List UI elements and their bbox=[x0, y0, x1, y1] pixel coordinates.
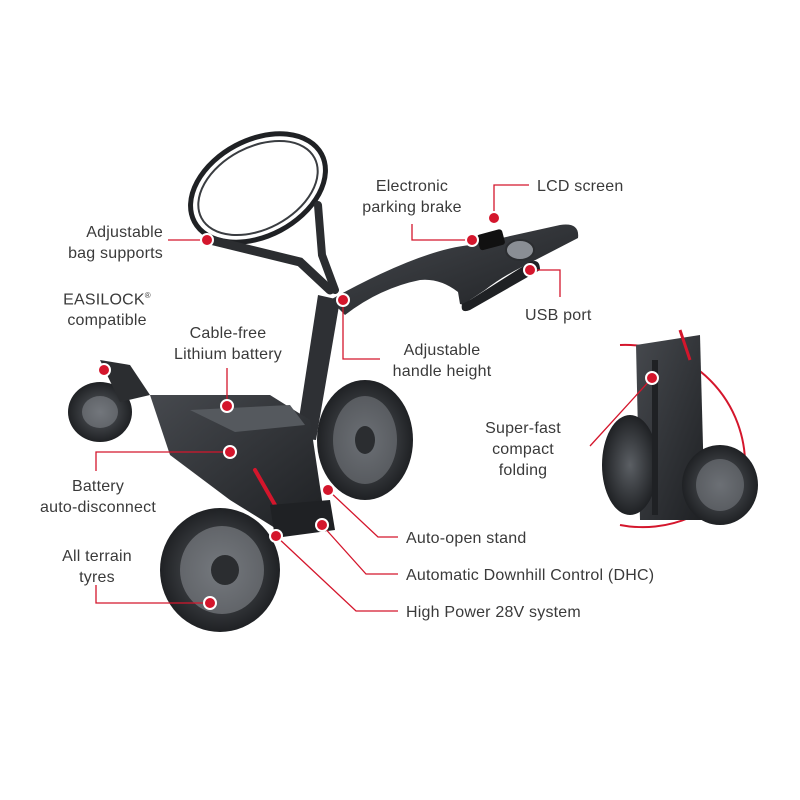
dot-dhc bbox=[315, 518, 329, 532]
label-cable-free: Cable-free Lithium battery bbox=[174, 325, 282, 363]
dot-battery bbox=[223, 445, 237, 459]
dot-bag-supports bbox=[200, 233, 214, 247]
leader-parking-brake bbox=[411, 224, 472, 241]
label-parking-brake: Electronic parking brake bbox=[362, 178, 462, 216]
leader-lines bbox=[95, 184, 653, 612]
dot-parking-brake bbox=[465, 233, 479, 247]
dot-usb bbox=[523, 263, 537, 277]
leader-dhc bbox=[321, 524, 398, 575]
leader-battery bbox=[95, 451, 230, 471]
dot-handle bbox=[336, 293, 350, 307]
chassis-body bbox=[150, 395, 325, 528]
dot-easilock bbox=[97, 363, 111, 377]
label-auto-open-stand: Auto-open stand bbox=[406, 530, 527, 547]
label-handle-height: Adjustable handle height bbox=[392, 342, 492, 380]
leader-usb bbox=[530, 269, 561, 297]
marker-dots bbox=[97, 211, 659, 610]
label-dhc: Automatic Downhill Control (DHC) bbox=[406, 567, 655, 584]
dot-terrain bbox=[203, 596, 217, 610]
dot-lcd bbox=[487, 211, 501, 225]
dot-folding bbox=[645, 371, 659, 385]
dot-stand bbox=[321, 483, 335, 497]
leader-power bbox=[275, 535, 398, 612]
label-high-power: High Power 28V system bbox=[406, 604, 581, 621]
label-folding: Super-fast compact folding bbox=[485, 420, 561, 479]
registered-mark: ® bbox=[144, 291, 151, 300]
leader-stand bbox=[327, 489, 398, 538]
leader-handle bbox=[342, 300, 380, 360]
leader-terrain bbox=[95, 585, 210, 604]
bag-support-ring bbox=[188, 131, 328, 245]
label-battery-disconnect: Battery auto-disconnect bbox=[40, 478, 156, 516]
leader-folding bbox=[589, 377, 653, 447]
folded-trolley-inset bbox=[602, 329, 758, 529]
dot-power bbox=[269, 529, 283, 543]
label-terrain-tyres: All terrain tyres bbox=[62, 548, 132, 586]
trolley-illustration bbox=[68, 131, 579, 632]
label-usb-port: USB port bbox=[525, 307, 592, 324]
dot-cable-free bbox=[220, 399, 234, 413]
leader-lcd bbox=[493, 184, 529, 218]
label-easilock: EASILOCK® compatible bbox=[63, 291, 151, 330]
label-bag-supports: Adjustable bag supports bbox=[68, 224, 163, 262]
label-lcd-screen: LCD screen bbox=[537, 178, 624, 195]
